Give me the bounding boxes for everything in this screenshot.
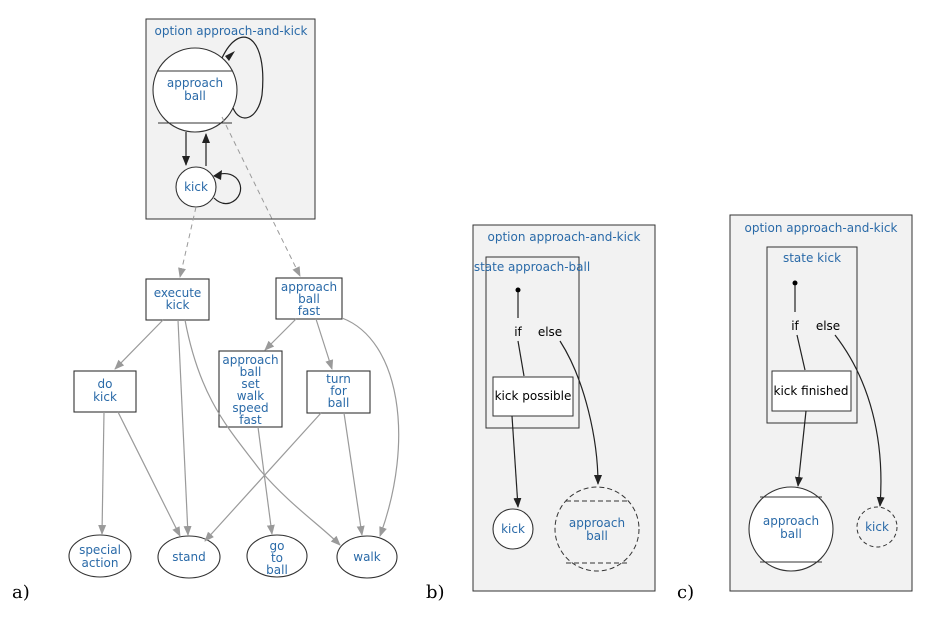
edges-gray-a: [98, 317, 400, 546]
condition-label-c: kick finished: [774, 384, 849, 398]
svg-text:approach: approach: [569, 516, 625, 530]
else-label-b: else: [538, 325, 562, 339]
panel-b: option approach-and-kick state approach-…: [426, 224, 656, 603]
decision-start-c: [792, 280, 798, 286]
panel-label-a: a): [12, 582, 30, 603]
target-approach-ball-b: approach ball: [554, 486, 640, 572]
state-approach-ball-a: approach ball: [152, 47, 238, 133]
self-loop-kick: [213, 173, 242, 205]
state-title-c: state kick: [783, 251, 841, 265]
edge-if-to-approach-c: [794, 410, 807, 487]
node-stand: stand: [157, 535, 221, 579]
svg-text:approach: approach: [281, 280, 337, 294]
if-label-c: if: [791, 319, 799, 333]
svg-text:ball: ball: [240, 365, 262, 379]
svg-text:set: set: [241, 377, 260, 391]
svg-text:execute: execute: [154, 286, 202, 300]
option-title-c: option approach-and-kick: [745, 221, 898, 235]
panel-c: option approach-and-kick state kick if e…: [677, 214, 913, 603]
svg-text:turn: turn: [326, 372, 351, 386]
state-title-b: state approach-ball: [474, 260, 590, 274]
svg-text:for: for: [330, 384, 347, 398]
option-title-b: option approach-and-kick: [488, 230, 641, 244]
else-label-c: else: [816, 319, 840, 333]
svg-text:ball: ball: [328, 396, 350, 410]
node-special-action: special action: [68, 534, 132, 578]
svg-text:do: do: [98, 377, 113, 391]
svg-text:ball: ball: [586, 529, 608, 543]
state-kick-a: kick: [175, 166, 217, 208]
svg-text:approach: approach: [763, 514, 819, 528]
if-label-b: if: [514, 325, 522, 339]
condition-box-c: [771, 370, 852, 412]
svg-text:walk: walk: [353, 550, 381, 564]
svg-text:approach: approach: [167, 76, 223, 90]
target-kick-b: kick: [492, 508, 534, 550]
panel-label-c: c): [677, 582, 694, 603]
panel-a: option approach-and-kick approach ball k…: [12, 18, 400, 603]
svg-text:kick: kick: [184, 180, 208, 194]
node-approach-ball-fast: approach ball fast: [275, 277, 343, 320]
edge-else-to-approach-b: [559, 340, 602, 485]
self-loop-approach: [221, 36, 264, 119]
node-walk: walk: [336, 535, 398, 579]
svg-text:approach: approach: [222, 353, 278, 367]
svg-text:speed: speed: [232, 401, 268, 415]
svg-text:kick: kick: [93, 390, 117, 404]
node-turn-for-ball: turn for ball: [306, 370, 371, 414]
edge-else-to-kick-c: [834, 334, 885, 507]
node-do-kick: do kick: [73, 370, 137, 413]
panel-label-b: b): [426, 582, 445, 603]
svg-text:ball: ball: [266, 563, 288, 577]
svg-text:fast: fast: [298, 304, 321, 318]
svg-text:ball: ball: [298, 292, 320, 306]
svg-text:go: go: [270, 539, 285, 553]
node-execute-kick: execute kick: [145, 278, 210, 321]
condition-box-b: [492, 376, 574, 417]
option-title-a: option approach-and-kick: [155, 24, 308, 38]
dash-kick-to-execute: [178, 206, 197, 278]
svg-text:action: action: [82, 556, 119, 570]
svg-text:fast: fast: [239, 413, 262, 427]
svg-text:stand: stand: [172, 550, 206, 564]
svg-text:ball: ball: [780, 527, 802, 541]
svg-text:kick: kick: [501, 522, 525, 536]
target-kick-c: kick: [856, 506, 898, 548]
edge-if-to-kick-b: [511, 415, 522, 508]
svg-text:kick: kick: [166, 298, 190, 312]
node-approach-ball-set-walk-speed-fast: approach ball set walk speed fast: [218, 350, 283, 428]
svg-text:special: special: [79, 543, 121, 557]
svg-text:kick: kick: [865, 520, 889, 534]
dash-approach-to-fast: [221, 116, 301, 277]
node-go-to-ball: go to ball: [246, 534, 308, 578]
svg-text:walk: walk: [237, 389, 265, 403]
condition-label-b: kick possible: [495, 389, 572, 403]
decision-start-b: [515, 287, 521, 293]
target-approach-ball-c: approach ball: [748, 486, 834, 572]
svg-text:to: to: [271, 551, 283, 565]
svg-text:ball: ball: [184, 89, 206, 103]
